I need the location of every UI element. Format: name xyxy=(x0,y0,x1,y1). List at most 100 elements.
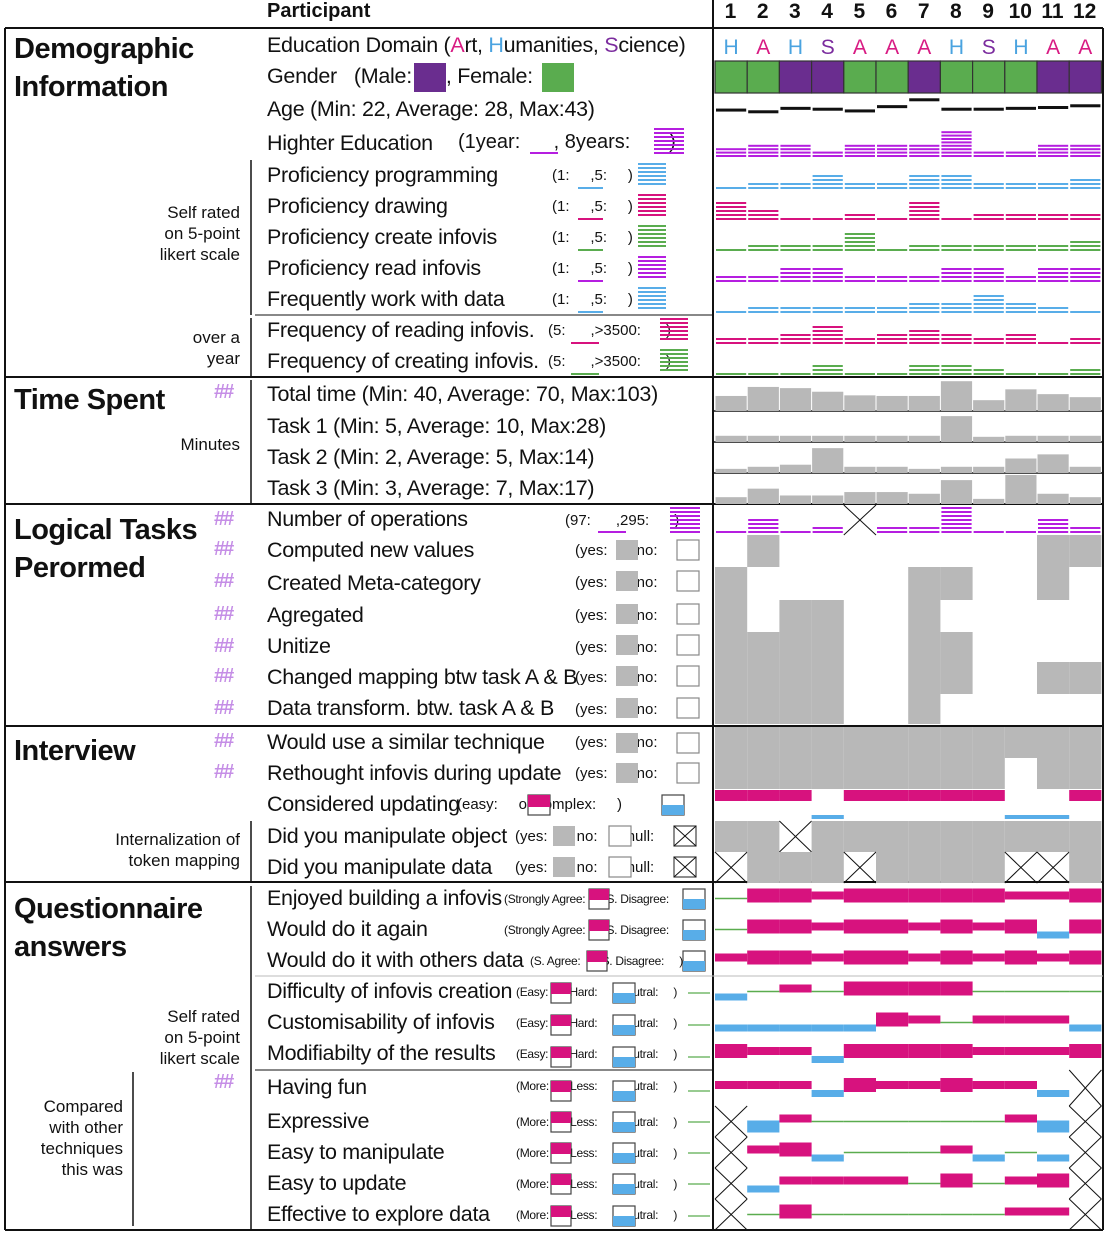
positive-mark xyxy=(940,888,973,903)
freq_read-stripe xyxy=(973,342,1004,344)
prof_create-stripe xyxy=(844,241,875,243)
time-bar xyxy=(812,448,844,473)
null-cross-mark xyxy=(779,820,812,853)
prof_create-stripe xyxy=(716,249,747,251)
prof_drawing-stripe xyxy=(748,214,779,216)
domain-text-part: rt, xyxy=(464,33,489,57)
row-label: Task 3 (Min: 3, Average: 7, Max:17) xyxy=(267,475,595,500)
prof_drawing-stripe xyxy=(716,210,747,212)
prof_drawing-stripe xyxy=(877,218,908,220)
row-label: Difficulty of infovis creation xyxy=(267,978,513,1003)
time-bar xyxy=(1005,458,1037,473)
operations-stripe xyxy=(716,531,747,533)
prof_read-stripe xyxy=(1038,272,1069,274)
time-bar xyxy=(940,416,973,442)
participant-header: Participant xyxy=(267,0,371,22)
meta_category-cell xyxy=(908,567,941,600)
legend-swatch xyxy=(638,214,666,216)
legend-swatch xyxy=(638,291,666,293)
age-mark xyxy=(1070,104,1101,108)
row-label: Would do it again xyxy=(267,916,428,941)
age-mark xyxy=(844,109,875,113)
hash-mark: ## xyxy=(214,570,234,592)
prof_programming-stripe xyxy=(812,179,843,181)
gender-cell xyxy=(1004,60,1038,94)
positive-mark xyxy=(940,1173,973,1188)
prof_read-stripe xyxy=(844,280,875,282)
manipulate_data-cell xyxy=(876,852,909,883)
education-stripe xyxy=(877,148,908,151)
positive-mark xyxy=(1004,1114,1037,1123)
positive-mark xyxy=(715,1081,748,1089)
manipulate_object-cell xyxy=(1037,821,1070,852)
prof_drawing-stripe xyxy=(1070,214,1101,216)
updating-complex xyxy=(1037,815,1070,819)
manipulate_object-cell xyxy=(908,821,941,852)
domain-letter: A xyxy=(1046,36,1060,59)
age-mark xyxy=(1005,106,1036,110)
prof_create-stripe xyxy=(909,249,940,251)
time-bar xyxy=(908,493,940,504)
participant-number: 1 xyxy=(724,0,737,23)
prof_drawing-stripe xyxy=(780,218,811,220)
legend-swatch xyxy=(638,206,666,208)
age-mark xyxy=(748,110,779,114)
education-stripe xyxy=(941,155,972,157)
manipulate_data-cell xyxy=(747,852,780,883)
operations-stripe xyxy=(1070,531,1101,533)
age-mark xyxy=(909,98,940,102)
more-swatch xyxy=(551,1143,571,1154)
row-label: Total time (Min: 40, Average: 70, Max:10… xyxy=(267,381,658,406)
freq_read-stripe xyxy=(1038,342,1069,344)
more-swatch xyxy=(551,1081,571,1092)
prof_drawing-stripe xyxy=(748,210,779,212)
operations-stripe xyxy=(941,527,972,529)
rethought-cell xyxy=(811,758,844,789)
manipulate_data-cell xyxy=(972,852,1005,883)
prof_read-stripe xyxy=(780,280,811,282)
time-bar xyxy=(715,497,747,504)
work_data-stripe xyxy=(716,311,747,313)
legend-swatch xyxy=(571,373,599,375)
positive-mark xyxy=(811,891,844,900)
education-stripe xyxy=(1070,144,1101,147)
work_data-stripe xyxy=(748,307,779,309)
prof_drawing-stripe xyxy=(1005,218,1036,220)
operations-stripe xyxy=(780,531,811,533)
similar_technique-cell xyxy=(876,727,909,758)
positive-mark xyxy=(1037,1207,1070,1216)
freq_create-stripe xyxy=(909,365,940,367)
rethought-cell xyxy=(940,758,973,789)
no-swatch xyxy=(608,856,632,878)
prof_programming-stripe xyxy=(1070,179,1101,181)
legend-swatch xyxy=(578,218,603,220)
negative-mark xyxy=(843,1024,876,1032)
prof_create-stripe xyxy=(973,249,1004,251)
prof_read-stripe xyxy=(1005,276,1036,278)
legend-swatch xyxy=(654,144,684,146)
prof_read-stripe xyxy=(780,276,811,278)
data_transform-cell xyxy=(811,694,844,724)
participant-number: 3 xyxy=(789,0,801,23)
positive-mark xyxy=(1037,953,1070,962)
similar_technique-cell xyxy=(779,727,812,758)
negative-mark xyxy=(1037,1154,1070,1162)
negative-mark xyxy=(811,1154,844,1162)
note-internalization: Internalization of token mapping xyxy=(115,830,240,870)
legend-swatch xyxy=(638,171,666,173)
prof_drawing-stripe xyxy=(812,218,843,220)
negative-mark xyxy=(715,1024,748,1032)
negative-mark xyxy=(715,993,748,1001)
note-compared: Compared with other techniques this was xyxy=(40,1097,123,1179)
aggregated-cell xyxy=(779,600,812,632)
updating-easy xyxy=(779,790,812,801)
time-bar xyxy=(973,498,1005,504)
work_data-stripe xyxy=(973,303,1004,305)
time-bar xyxy=(1005,435,1037,442)
null-cross-mark xyxy=(1068,1105,1102,1138)
education-stripe xyxy=(877,144,908,147)
legend-swatch xyxy=(638,303,666,305)
updating-easy xyxy=(843,790,876,801)
participant-number: 10 xyxy=(1008,0,1032,23)
